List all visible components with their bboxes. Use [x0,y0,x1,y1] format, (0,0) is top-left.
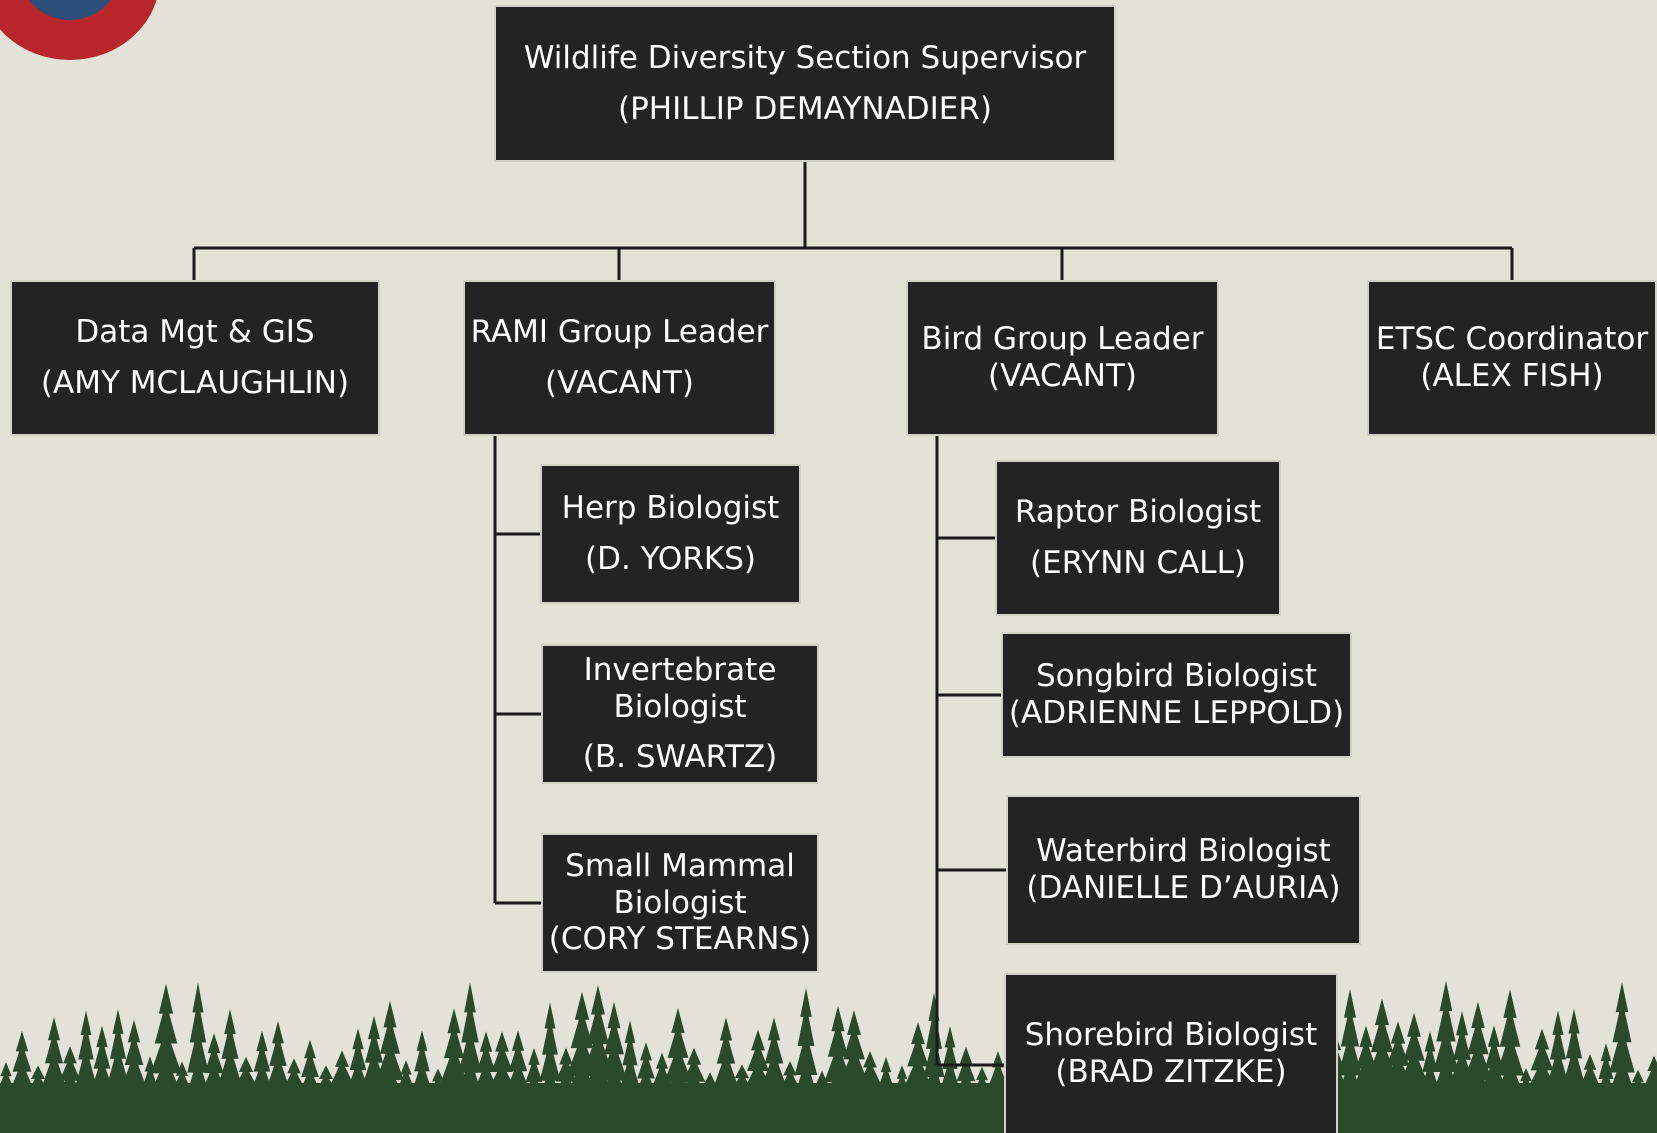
small-mammal-name: (CORY STEARNS) [548,921,812,958]
songbird-title: Songbird Biologist [1035,658,1317,695]
herp-name: (D. YORKS) [585,541,756,577]
supervisor-name: (PHILLIP DEMAYNADIER) [617,90,993,127]
tree-shape [115,1019,153,1133]
agency-seal-icon [0,0,160,60]
shorebird-biologist-box: Shorebird Biologist (BRAD ZITZKE) [1004,973,1338,1133]
small-mammal-biologist-box: Small Mammal Biologist (CORY STEARNS) [541,833,819,973]
tree-shape [1633,1055,1657,1133]
rami-leader-box: RAMI Group Leader (VACANT) [463,280,776,436]
supervisor-box: Wildlife Diversity Section Supervisor (P… [494,5,1116,162]
herp-biologist-box: Herp Biologist (D. YORKS) [540,464,801,604]
waterbird-biologist-box: Waterbird Biologist (DANIELLE D’AURIA) [1006,795,1361,945]
data-mgt-title: Data Mgt & GIS [75,314,315,351]
tree-shape [182,982,214,1133]
supervisor-title: Wildlife Diversity Section Supervisor [523,39,1087,76]
etsc-box: ETSC Coordinator (ALEX FISH) [1367,280,1657,436]
tree-shape [1602,981,1642,1133]
shorebird-title: Shorebird Biologist [1024,1017,1318,1054]
tree-shape [918,992,950,1133]
songbird-name: (ADRIENNE LEPPOLD) [1008,695,1345,731]
herp-title: Herp Biologist [561,490,780,527]
shorebird-name: (BRAD ZITZKE) [1055,1054,1287,1090]
etsc-title: ETSC Coordinator [1375,321,1649,358]
waterbird-name: (DANIELLE D’AURIA) [1026,870,1341,906]
tree-shape [389,1060,423,1133]
bird-leader-title: Bird Group Leader [921,321,1204,358]
tree-shape [534,1002,566,1133]
small-mammal-title-line1: Small Mammal [565,848,795,885]
raptor-name: (ERYNN CALL) [1030,545,1246,581]
invertebrate-name: (B. SWARTZ) [582,739,778,776]
tree-shape [407,1030,437,1133]
invertebrate-title-line1: Invertebrate [583,652,777,689]
raptor-title: Raptor Biologist [1014,494,1262,531]
bird-leader-name: (VACANT) [987,358,1138,394]
rami-leader-title: RAMI Group Leader [470,314,769,351]
etsc-name: (ALEX FISH) [1420,358,1604,394]
tree-shape [517,1047,551,1133]
songbird-biologist-box: Songbird Biologist (ADRIENNE LEPPOLD) [1001,632,1352,758]
tree-shape [452,982,488,1133]
data-mgt-box: Data Mgt & GIS (AMY MCLAUGHLIN) [10,280,380,436]
invertebrate-title-line2: Biologist [613,688,747,725]
tree-shape [1558,1008,1590,1133]
tree-shape [789,987,823,1133]
rami-leader-name: (VACANT) [544,365,695,401]
waterbird-title: Waterbird Biologist [1036,833,1331,870]
raptor-biologist-box: Raptor Biologist (ERYNN CALL) [995,460,1281,616]
invertebrate-biologist-box: Invertebrate Biologist (B. SWARTZ) [541,644,819,784]
data-mgt-name: (AMY MCLAUGHLIN) [40,365,350,401]
bird-leader-box: Bird Group Leader (VACANT) [906,280,1219,436]
small-mammal-title-line2: Biologist [613,884,747,921]
tree-shape [1648,1098,1657,1133]
